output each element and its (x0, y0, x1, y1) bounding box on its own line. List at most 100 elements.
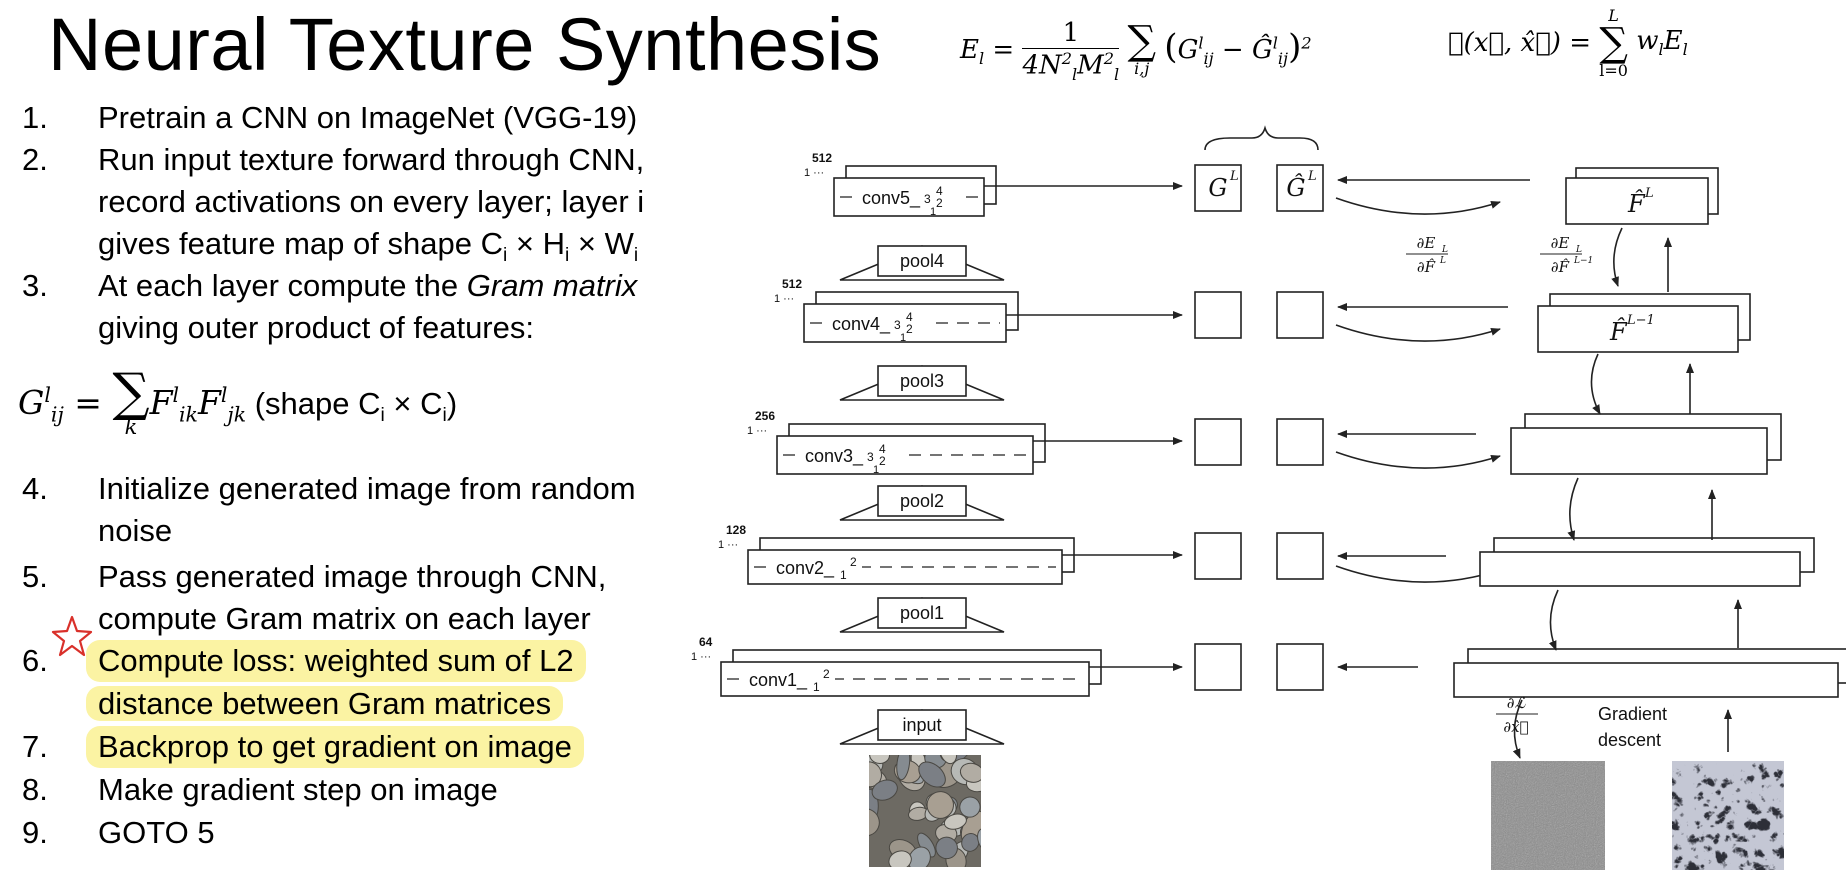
step-number: 7. (22, 729, 48, 764)
layer-index: 3 (894, 318, 901, 332)
gram-box (1194, 643, 1242, 691)
feature-block-back (1575, 167, 1719, 215)
layer-index: 1 (900, 332, 906, 344)
down-arrow (1611, 227, 1623, 287)
sum-operator: ∑ i,j (1127, 18, 1157, 79)
layer-index: 1 (873, 464, 879, 476)
pool-arrow-body (877, 365, 967, 397)
feature-block-front (1453, 662, 1839, 698)
step-text: Initialize generated image from random (98, 471, 636, 506)
subscript-i: i (633, 245, 639, 267)
gram-box (1194, 291, 1242, 339)
shape-text: × H (507, 226, 565, 261)
layer-label-bg (772, 555, 862, 579)
layer-index: 4 (936, 184, 943, 198)
step-number: 9. (22, 815, 48, 850)
math-symbol: w (1636, 26, 1659, 57)
layer-depth-prefix: 1 ··· (774, 293, 794, 305)
partial-loss-x-num: ∂ℒ (1507, 694, 1527, 712)
layer-depth-prefix: 1 ··· (718, 539, 738, 551)
math-symbol: F (149, 383, 173, 423)
pebble (869, 808, 880, 837)
step-3-line-2: giving outer product of features: (98, 310, 534, 345)
gradient-descent-label: descent (1598, 730, 1661, 750)
layer-index: 4 (906, 310, 913, 324)
pool-arrow-body (877, 597, 967, 629)
shape-text: (shape C (246, 386, 381, 422)
step-number: 8. (22, 772, 48, 807)
step-6: 6.Compute loss: weighted sum of L2 (22, 640, 586, 682)
math-sub: l (1114, 64, 1120, 84)
math-eq: = (63, 383, 113, 423)
star-annotation-icon (51, 615, 93, 657)
sigma-symbol: ∑ (1127, 18, 1157, 65)
down-arrow (1590, 353, 1601, 415)
step-text-highlighted: distance between Gram matrices (86, 686, 564, 721)
layer-block-back (845, 165, 997, 205)
fraction: 1 4N2lM2l (1022, 18, 1120, 84)
paren-close: ) (1288, 26, 1302, 67)
noise-image (1491, 761, 1605, 870)
gram-label-Ghat: Ĝ (1286, 173, 1305, 202)
math-sup: l (1272, 33, 1278, 53)
step-3: 3.At each layer compute the Gram matrix (22, 265, 637, 307)
layer-index: 3 (867, 450, 874, 464)
step-text: Pretrain a CNN on ImageNet (VGG-19) (98, 100, 638, 135)
layer-index: 2 (879, 454, 886, 468)
step-number: 2. (22, 142, 48, 177)
feature-label-sup: L−1 (1626, 313, 1655, 328)
pebble (943, 813, 967, 830)
feature-block-back (1549, 293, 1751, 341)
layer-label-bg (828, 309, 928, 337)
step-9: 9. GOTO 5 (22, 812, 215, 854)
pebble (935, 836, 958, 860)
step-number: 4. (22, 471, 48, 506)
feature-block-front (1510, 427, 1768, 475)
math-sub: l (1072, 64, 1078, 84)
step-number: 1. (22, 100, 48, 135)
math-symbol: G (1177, 34, 1199, 65)
fraction-numerator: 1 (1022, 18, 1120, 49)
pool-arrow-label: pool1 (900, 603, 944, 623)
step-text-plain: At each layer compute the (98, 268, 467, 303)
pebble (959, 762, 981, 783)
layer-block-front (803, 303, 1007, 343)
sum-upper: L (1608, 6, 1619, 25)
subscript-i: i (564, 245, 570, 267)
partial-el-fl-den-sup: L (1439, 256, 1446, 266)
input-texture-image (869, 755, 981, 867)
math-sup: 2 (1103, 49, 1115, 68)
brace-icon (1204, 125, 1319, 151)
step-5: 5.Pass generated image through CNN, (22, 556, 606, 598)
layer-label: conv4_ (832, 314, 891, 335)
layer-depth-prefix: 1 ··· (804, 167, 824, 179)
math-sub: ij (50, 402, 64, 427)
pebble (896, 755, 911, 781)
shape-text: × W (569, 226, 634, 261)
math-sup: l (172, 383, 180, 408)
partial-el-fl1-den: ∂F̂ (1551, 258, 1570, 276)
step-text: Run input texture forward through CNN, (98, 142, 645, 177)
sum-index: i,j (1134, 59, 1150, 79)
sum-index: k (124, 415, 138, 439)
sigma-symbol: ∑ (1599, 20, 1628, 66)
gram-target-box (1276, 164, 1324, 212)
layer-index: 1 (813, 680, 820, 694)
shape-text: × C (384, 386, 443, 422)
layer-label: conv2_ (776, 558, 835, 579)
curved-arrow (1335, 565, 1501, 583)
sum-operator: ∑k (112, 363, 150, 439)
el-equation: El = 1 4N2lM2l ∑ i,j ((GGlij − Ĝlij)2 (960, 18, 1312, 84)
layer-index: 4 (879, 442, 886, 456)
math-sub: l (1658, 40, 1664, 60)
feature-block-back (1467, 648, 1846, 684)
sigma-symbol: ∑ (112, 363, 150, 423)
step-text: GOTO 5 (98, 815, 215, 850)
input-arrow-body (877, 709, 967, 741)
layer-block-back (815, 291, 1019, 331)
loss-body: wlEl (1636, 26, 1688, 59)
step-7: 7.Backprop to get gradient on image (22, 726, 584, 768)
step-text: Make gradient step on image (98, 772, 498, 807)
math-sub: ij (1277, 49, 1289, 69)
